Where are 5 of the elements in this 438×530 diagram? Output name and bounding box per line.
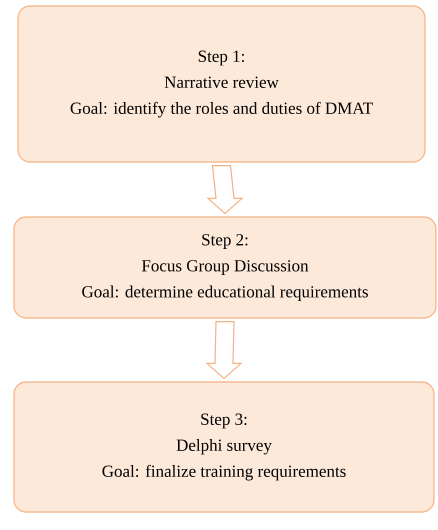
arrow	[205, 321, 243, 380]
arrow	[206, 165, 244, 214]
step-box: Step 2: Focus Group Discussion Goal: determine educational requirements	[13, 216, 437, 319]
step-box: Step 1: Narrative review Goal: identify the roles and duties of DMAT	[17, 5, 426, 163]
step-box: Step 3: Delphi survey Goal: finalize training requirements	[13, 381, 435, 513]
